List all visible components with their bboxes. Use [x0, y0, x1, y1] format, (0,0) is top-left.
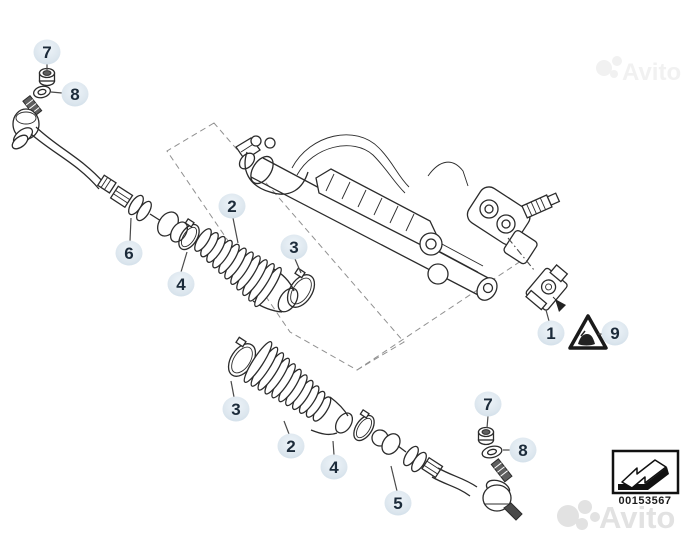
watermark-text: Avito — [622, 59, 681, 86]
svg-text:9: 9 — [610, 324, 619, 343]
washer-bottom — [481, 445, 503, 459]
nut-bottom — [477, 426, 495, 446]
callout-3-lower[interactable]: 3 — [222, 380, 250, 422]
svg-text:8: 8 — [518, 441, 527, 460]
lower-small-clamp-drawing — [353, 408, 375, 442]
svg-text:6: 6 — [124, 244, 133, 263]
callout-3-upper[interactable]: 3 — [280, 234, 308, 274]
svg-text:5: 5 — [393, 494, 402, 513]
watermark-bottom-right: Avito — [557, 500, 675, 535]
svg-text:3: 3 — [289, 238, 298, 257]
direction-arrow-icon — [618, 459, 669, 490]
steering-gear-drawing — [235, 134, 561, 301]
warning-triangle-icon — [568, 314, 608, 350]
svg-text:1: 1 — [546, 324, 555, 343]
watermark-text: Avito — [599, 500, 675, 535]
right-tie-rod-drawing — [371, 429, 478, 497]
locator-dashed-box — [166, 122, 531, 371]
svg-text:2: 2 — [286, 437, 295, 456]
callout-2-lower[interactable]: 2 — [277, 420, 305, 459]
upper-large-clamp-drawing — [286, 267, 316, 308]
left-tie-rod-drawing — [30, 126, 189, 243]
washer-top — [32, 85, 52, 99]
callout-8-top[interactable]: 8 — [50, 81, 89, 107]
callout-5[interactable]: 5 — [384, 465, 412, 516]
callout-6[interactable]: 6 — [115, 217, 143, 266]
mount-part-drawing — [507, 237, 569, 312]
callout-7-bottom[interactable]: 7 — [474, 391, 502, 429]
callout-8-bottom[interactable]: 8 — [503, 437, 537, 463]
svg-text:4: 4 — [176, 275, 186, 294]
upper-small-clamp-drawing — [178, 217, 200, 251]
input-shaft — [521, 192, 561, 219]
svg-text:4: 4 — [329, 458, 339, 477]
callout-7-top[interactable]: 7 — [33, 39, 61, 71]
svg-text:8: 8 — [70, 85, 79, 104]
left-outer-tie-rod-end — [11, 67, 56, 150]
right-outer-tie-rod-end — [477, 426, 523, 521]
part-number: 00153567 — [619, 495, 672, 507]
svg-text:2: 2 — [227, 197, 236, 216]
upper-boot-drawing — [194, 228, 299, 313]
callout-1[interactable]: 1 — [537, 309, 565, 346]
callout-2-upper[interactable]: 2 — [218, 193, 246, 244]
callout-9[interactable]: 9 — [598, 320, 629, 346]
legend-box: 00153567 — [611, 449, 680, 507]
lower-boot-drawing — [243, 341, 354, 436]
locator-dashed-line — [356, 254, 531, 371]
callout-4-upper[interactable]: 4 — [167, 251, 195, 297]
svg-text:7: 7 — [483, 395, 492, 414]
svg-text:3: 3 — [231, 400, 240, 419]
callout-4-lower[interactable]: 4 — [320, 440, 348, 480]
nut-top — [38, 67, 56, 87]
watermark-top-right: Avito — [596, 56, 681, 86]
svg-text:7: 7 — [42, 43, 51, 62]
